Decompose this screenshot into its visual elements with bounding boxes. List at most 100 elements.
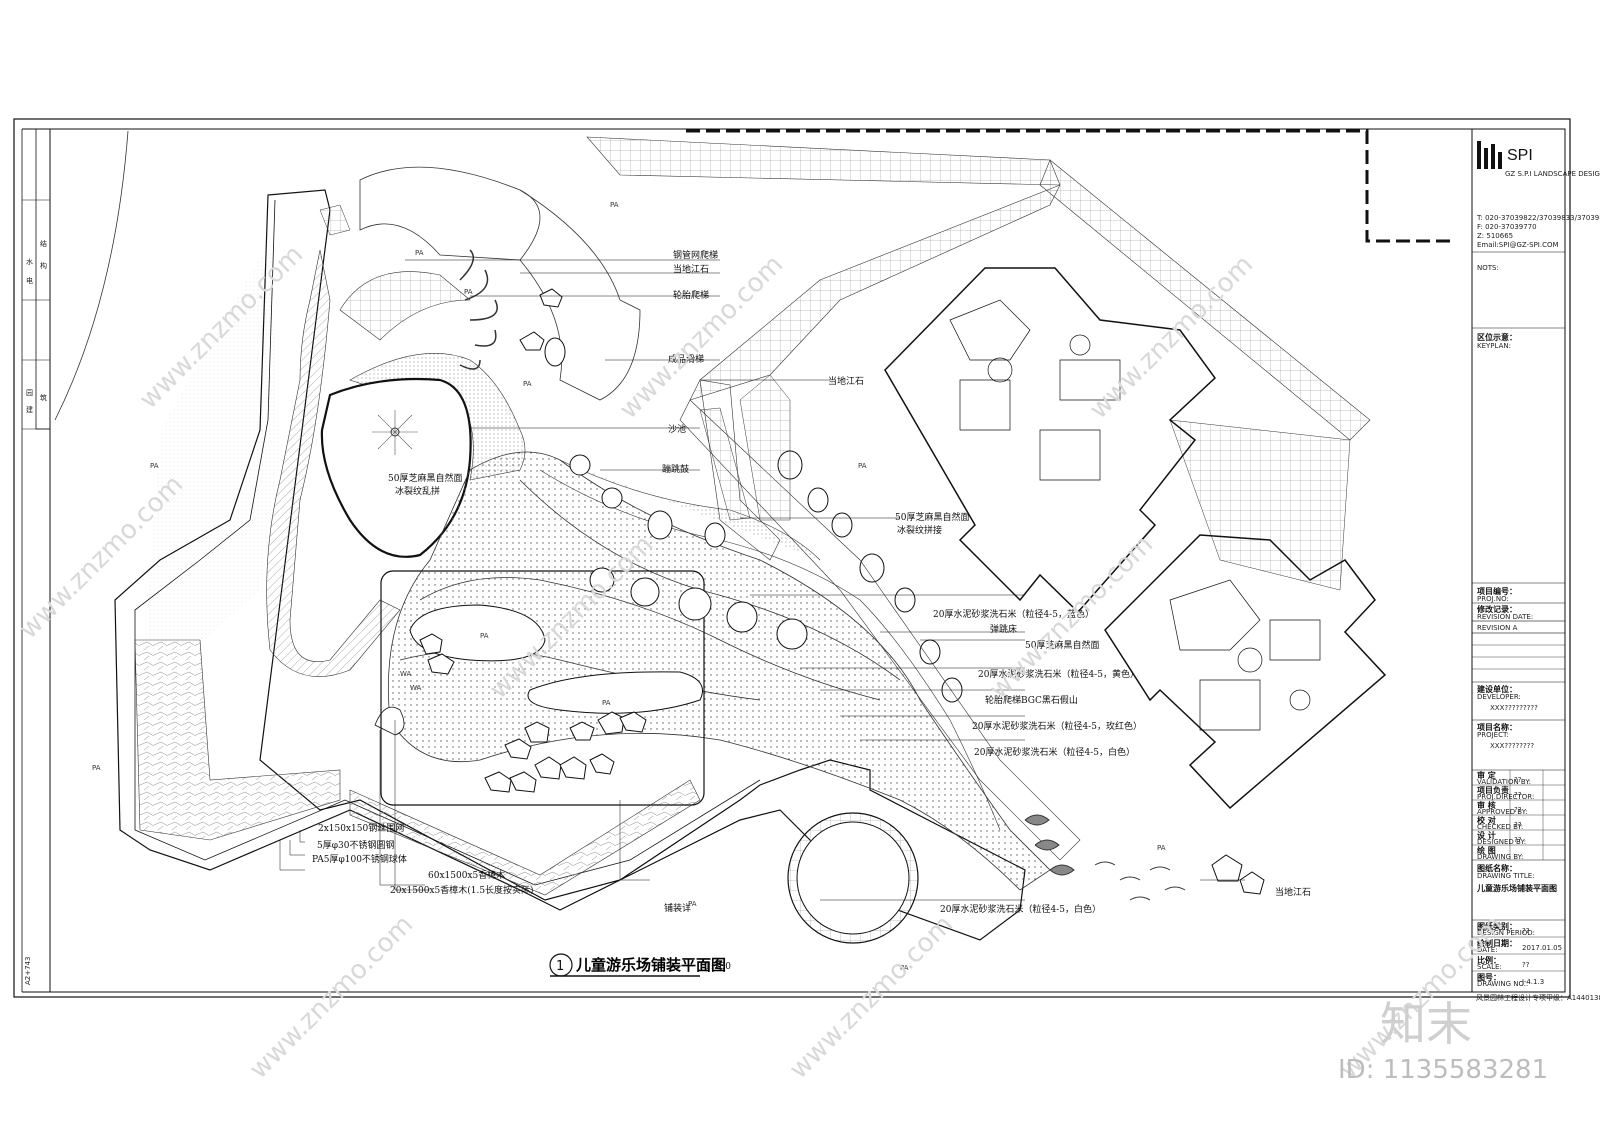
sign-row-cn: 审 核 bbox=[1477, 800, 1496, 810]
project-en: PROJECT: bbox=[1477, 731, 1509, 739]
label-ice-crack-2: 冰裂纹乱拼 bbox=[395, 485, 440, 497]
sign-row-value: ?? bbox=[1514, 776, 1522, 784]
sign-row-cn: 项目负责 bbox=[1477, 785, 1509, 795]
company-fax: F: 020-37039770 bbox=[1477, 223, 1537, 231]
pa-marker: PA bbox=[602, 699, 611, 707]
developer-label: 建设单位： bbox=[1476, 684, 1517, 694]
developer-en: DEVELOPER: bbox=[1477, 693, 1521, 701]
pa-marker: PA bbox=[415, 249, 424, 257]
keyplan-en: KEYPLAN: bbox=[1477, 342, 1511, 350]
pa-marker: PA bbox=[92, 764, 101, 772]
pa-marker: PA bbox=[150, 462, 159, 470]
left-strip-labels: 水 电 结 构 园 建 筑 A2+743 bbox=[24, 239, 47, 985]
detail-number: 1 bbox=[556, 959, 564, 974]
pa-marker: PA bbox=[1157, 844, 1166, 852]
sign-row-en: APPROVED BY: bbox=[1477, 808, 1527, 816]
sheet-frame bbox=[13, 118, 1571, 998]
company-email: Email:SPI@GZ-SPI.COM bbox=[1477, 241, 1559, 249]
dwg-title-value: 儿童游乐场铺装平面图 bbox=[1476, 883, 1557, 893]
label-granite-3: 50厚芝麻黑自然面 bbox=[1025, 639, 1099, 651]
company-zip: Z: 510665 bbox=[1477, 232, 1513, 240]
circular-plaza bbox=[787, 812, 919, 944]
drawing-title-block: 1 儿童游乐场铺装平面图 1:100 bbox=[549, 953, 731, 977]
pa-marker: PA bbox=[610, 201, 619, 209]
label-tire-rockery: 轮胎爬梯BGC黑石假山 bbox=[985, 694, 1078, 706]
label-pebble-white-2: 20厚水泥砂浆洗石米（粒径4-5，白色） bbox=[940, 903, 1101, 915]
date-label: 绘制日期： bbox=[1477, 938, 1517, 948]
sign-rows: 审 定 VALIDATION BY: ?? 项目负责 PROJ.DIRECTOR… bbox=[1472, 770, 1565, 861]
keyplan-label: 区位示意： bbox=[1477, 332, 1517, 342]
label-ice-crack: 冰裂纹拼接 bbox=[897, 524, 942, 536]
label-river-stone: 当地江石 bbox=[673, 263, 709, 275]
site-boundary-curve bbox=[54, 130, 129, 421]
sign-row-cn: 设 计 bbox=[1477, 830, 1496, 840]
date-value: 2017.01.05 bbox=[1522, 944, 1562, 952]
sign-row-value: ?? bbox=[1514, 791, 1522, 799]
spi-logo: SPI bbox=[1477, 141, 1533, 169]
company-tel: T: 020-37039822/37039833/37039826 bbox=[1476, 214, 1600, 222]
watermark-id: ID: 1135583281 bbox=[1338, 1055, 1548, 1085]
wa-marker: WA bbox=[410, 684, 422, 692]
label-granite: 50厚芝麻黑自然面 bbox=[895, 511, 969, 523]
building-2 bbox=[1104, 534, 1387, 810]
proj-no-en: PROJ.NO: bbox=[1477, 595, 1509, 603]
notes-label: NOTS: bbox=[1477, 264, 1499, 272]
site-boundary-dashed bbox=[686, 129, 1454, 243]
sign-row-value: ?? bbox=[1514, 821, 1522, 829]
detail-callout-box bbox=[380, 570, 705, 806]
dwg-title-en: DRAWING TITLE: bbox=[1477, 872, 1535, 880]
scale-value: ?? bbox=[1522, 961, 1530, 969]
spi-logo-text: SPI bbox=[1507, 147, 1533, 164]
label-tire-ladder: 轮胎爬梯 bbox=[673, 289, 709, 301]
label-river-stone-2: 当地江石 bbox=[828, 375, 864, 387]
watermark-logo: 知末 bbox=[1380, 997, 1472, 1051]
label-slide: 成品滑梯 bbox=[668, 353, 704, 365]
period-label: 图纸类别： bbox=[1477, 921, 1517, 931]
label-pebble-blue: 20厚水泥砂浆洗石米（粒径4-5，蓝色） bbox=[933, 608, 1094, 620]
strip-label: 水 bbox=[26, 257, 33, 266]
date-en: DATE: bbox=[1477, 946, 1498, 954]
revision-value: REVISION A bbox=[1477, 624, 1518, 632]
sign-row-en: VALIDATION BY: bbox=[1477, 778, 1531, 786]
dwgno-label: 图号： bbox=[1477, 973, 1501, 982]
revision-en: REVISION DATE: bbox=[1477, 613, 1533, 621]
label-steel-rod: 5厚φ30不锈钢圆钢 bbox=[317, 839, 394, 851]
certificate: 风景园林工程设计专项甲级：A144013881 bbox=[1476, 993, 1600, 1002]
strip-label: 构 bbox=[40, 261, 47, 270]
sign-row-value: ?? bbox=[1514, 806, 1522, 814]
label-river-stone-3: 当地江石 bbox=[1275, 886, 1311, 898]
dwgno-en: DRAWING NO.: bbox=[1477, 980, 1528, 988]
boulders bbox=[419, 288, 1265, 895]
amphitheatre-steps bbox=[319, 166, 641, 401]
strip-label: 建 bbox=[26, 405, 33, 414]
play-area bbox=[114, 189, 1026, 941]
walkways bbox=[586, 136, 1371, 861]
period-value: ?? bbox=[1522, 927, 1530, 935]
sign-row-en: DESIGNED BY: bbox=[1477, 838, 1526, 846]
revision-label: 修改记录： bbox=[1476, 604, 1517, 614]
planting-strokes bbox=[1024, 814, 1186, 901]
title-block: SPI GZ S.P.I LANDSCAPE DESIGN CO.,LTD T:… bbox=[1471, 129, 1600, 1002]
sheet-size: A2+743 bbox=[24, 957, 32, 985]
annotation-labels: 钢管网爬梯 当地江石 轮胎爬梯 成品滑梯 当地江石 沙池 蹦跳鼓 50厚芝麻黑自… bbox=[312, 249, 1311, 915]
pa-markers: PA PA PA PA PA PA PA PA PA PA PA PA WA W… bbox=[92, 201, 1166, 972]
sign-row-cn: 绘 图 bbox=[1477, 845, 1496, 855]
strip-label: 电 bbox=[26, 276, 33, 285]
dwg-title-label: 图纸名称： bbox=[1477, 863, 1517, 873]
project-value: XXX???????? bbox=[1490, 742, 1534, 750]
label-wire-fence: 2x150x150钢丝围网 bbox=[318, 822, 404, 834]
trampoline-circles bbox=[589, 567, 808, 650]
sign-row-value: ?? bbox=[1514, 836, 1522, 844]
project-label: 项目名称： bbox=[1477, 722, 1517, 732]
dwgno-value: J-4.1.3 bbox=[1521, 978, 1544, 986]
drawing-scale: 1:100 bbox=[705, 962, 731, 972]
sign-row-cn: 校 对 bbox=[1477, 815, 1496, 825]
label-camphor-1: 60x1500x5香樟木 bbox=[428, 869, 505, 881]
building-1 bbox=[884, 267, 1216, 614]
pa-marker: PA bbox=[480, 632, 489, 640]
pa-marker: PA bbox=[858, 462, 867, 470]
label-pebble-yellow: 20厚水泥砂浆洗石米（粒径4-5，黄色） bbox=[978, 668, 1139, 680]
proj-no-label: 项目编号： bbox=[1477, 586, 1517, 596]
label-granite-2: 50厚芝麻黑自然面 bbox=[388, 472, 462, 484]
